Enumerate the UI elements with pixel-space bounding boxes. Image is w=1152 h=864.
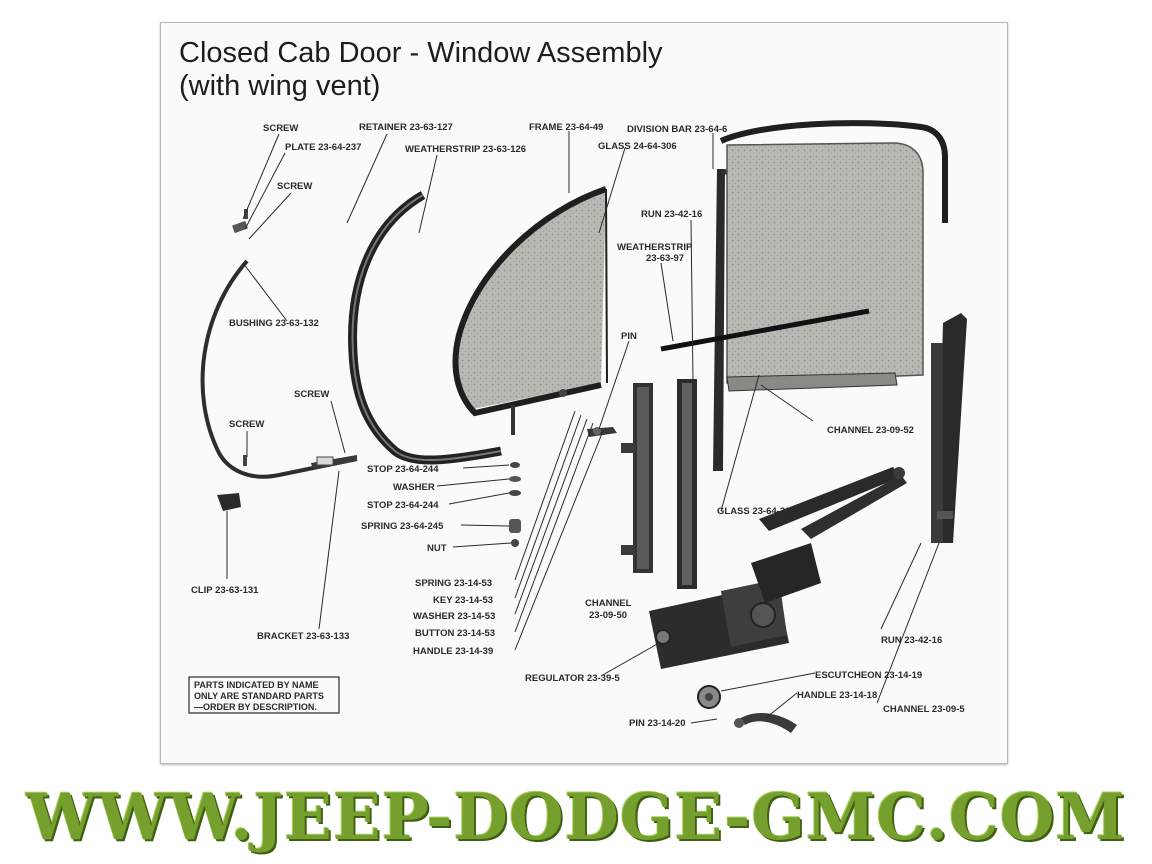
channel-52-part [726, 372, 898, 392]
label-screw-upper: SCREW [277, 181, 312, 192]
label-glass-306: GLASS 24-64-306 [598, 141, 677, 152]
plate-part [232, 220, 248, 234]
spring-245-part [509, 519, 521, 533]
label-spring-53: SPRING 23-14-53 [415, 578, 492, 589]
label-plate: PLATE 23-64-237 [285, 142, 361, 153]
label-run-bottom: RUN 23-42-16 [881, 635, 942, 646]
wing-vent-post [511, 405, 515, 435]
label-washer-53: WASHER 23-14-53 [413, 611, 495, 622]
exploded-parts-drawing: SCREW PLATE 23-64-237 SCREW RETAINER 23-… [188, 120, 967, 733]
label-pin-20: PIN 23-14-20 [629, 718, 686, 729]
channel-mount-tab-2 [621, 545, 635, 555]
label-weatherstrip-97-b: 23-63-97 [646, 253, 684, 264]
label-handle-39: HANDLE 23-14-39 [413, 646, 493, 657]
part-labels: SCREW PLATE 23-64-237 SCREW RETAINER 23-… [191, 122, 965, 729]
clip-part [217, 493, 241, 511]
label-button-53: BUTTON 23-14-53 [415, 628, 495, 639]
stop-part-a [510, 462, 520, 468]
label-stop-a: STOP 23-64-244 [367, 464, 439, 475]
channel-mount-tab-1 [621, 443, 635, 453]
label-washer: WASHER [393, 482, 435, 493]
diagram-panel: Closed Cab Door - Window Assembly (with … [160, 22, 1008, 764]
bracket-part [311, 455, 357, 470]
label-spring-245: SPRING 23-64-245 [361, 521, 444, 532]
washer-part [509, 476, 521, 482]
wing-vent-frame [452, 186, 607, 417]
run-bottom-part [937, 313, 967, 543]
regulator-arm-1 [759, 467, 901, 531]
label-glass-308: GLASS 23-64-308 [717, 506, 796, 517]
handle-39-part [587, 427, 617, 437]
label-bracket: BRACKET 23-63-133 [257, 631, 349, 642]
label-channel-52: CHANNEL 23-09-52 [827, 425, 914, 436]
label-channel-50-a: CHANNEL [585, 598, 632, 609]
bracket-plate [316, 456, 334, 466]
stop-part-b [509, 490, 521, 496]
label-regulator: REGULATOR 23-39-5 [525, 673, 620, 684]
label-pin: PIN [621, 331, 637, 342]
label-retainer: RETAINER 23-63-127 [359, 122, 453, 133]
part-shapes [200, 120, 967, 733]
title-line-1: Closed Cab Door - Window Assembly [179, 37, 663, 69]
label-screw-left: SCREW [229, 419, 264, 430]
handle-18-part [739, 712, 797, 733]
label-weatherstrip-97-a: WEATHERSTRIP [617, 242, 693, 253]
label-channel-50-b: 23-09-50 [589, 610, 627, 621]
site-url-banner: WWW.JEEP-DODGE-GMC.COM [26, 780, 1126, 855]
division-bar-part [713, 169, 725, 471]
regulator-gear [750, 602, 776, 628]
label-division-bar: DIVISION BAR 23-64-6 [627, 124, 727, 135]
label-weatherstrip-126: WEATHERSTRIP 23-63-126 [405, 144, 526, 155]
title-line-2: (with wing vent) [179, 70, 381, 102]
label-bushing: BUSHING 23-63-132 [229, 318, 319, 329]
nut-part [511, 539, 519, 547]
label-nut: NUT [427, 543, 447, 554]
label-screw-top: SCREW [263, 123, 298, 134]
label-escutcheon: ESCUTCHEON 23-14-19 [815, 670, 922, 681]
label-stop-b: STOP 23-64-244 [367, 500, 439, 511]
channel-5-part [931, 343, 943, 543]
wing-vent-glass [457, 191, 606, 409]
bushing-strip [200, 259, 358, 479]
label-screw-mid: SCREW [294, 389, 329, 400]
label-clip: CLIP 23-63-131 [191, 585, 259, 596]
regulator-arm-2 [801, 475, 907, 539]
label-handle-18: HANDLE 23-14-18 [797, 690, 877, 701]
screw-part-left [243, 455, 247, 466]
channel-50-inner [637, 387, 649, 569]
note-line-3: —ORDER BY DESCRIPTION. [194, 702, 317, 712]
main-door-glass [726, 142, 924, 384]
screw-part-upper [244, 209, 248, 219]
label-run-top: RUN 23-42-16 [641, 209, 702, 220]
diagram-title: Closed Cab Door - Window Assembly (with … [179, 37, 663, 103]
glass-top-channel [719, 120, 948, 223]
label-key-53: KEY 23-14-53 [433, 595, 493, 606]
weatherstrip-97-part [660, 308, 870, 352]
note-line-2: ONLY ARE STANDARD PARTS [194, 691, 324, 701]
label-channel-5: CHANNEL 23-09-5 [883, 704, 965, 715]
leader-lines [226, 131, 940, 724]
note-line-1: PARTS INDICATED BY NAME [194, 680, 319, 690]
regulator-quadrant [751, 543, 821, 603]
label-frame: FRAME 23-64-49 [529, 122, 603, 133]
standard-parts-note: PARTS INDICATED BY NAME ONLY ARE STANDAR… [188, 676, 340, 714]
